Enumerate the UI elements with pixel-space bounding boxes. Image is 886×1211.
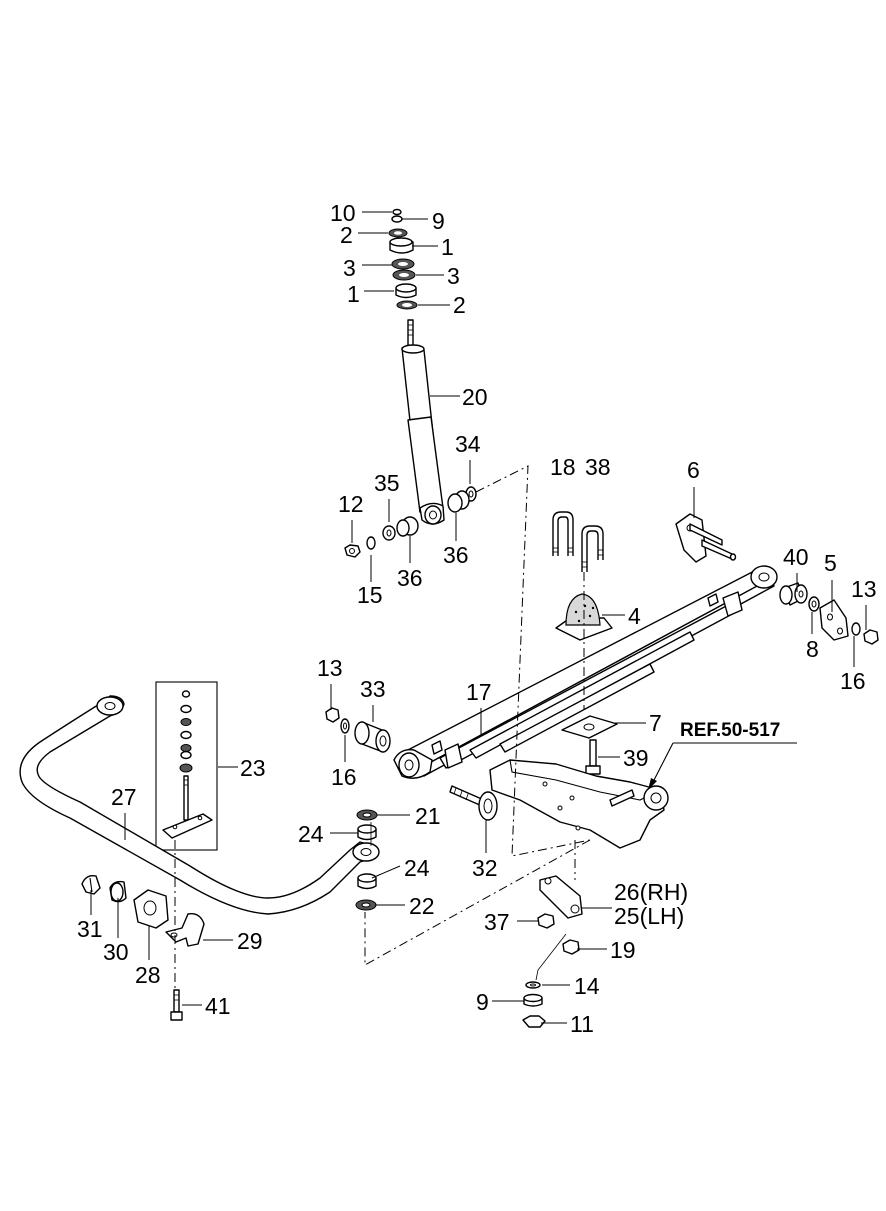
part-callout-c32: 32 [472, 855, 498, 881]
stabilizer-link-kit-box [155, 681, 218, 851]
part-callout-c16a: 16 [840, 668, 866, 694]
part-callout-c9b: 9 [476, 989, 489, 1015]
lower-link-hardware [522, 981, 546, 1028]
spring-bracket-bolt [585, 739, 601, 775]
part-callout-c3b: 3 [447, 263, 460, 289]
part-callout-c8: 8 [806, 636, 819, 662]
front-eye-bushing-hardware [325, 707, 391, 753]
reference-callout: REF.50-517 [648, 720, 797, 790]
part-callout-c15: 15 [357, 582, 383, 608]
reference-label: REF.50-517 [680, 720, 780, 741]
part-callout-c14: 14 [574, 973, 600, 999]
part-callout-c34: 34 [455, 431, 481, 457]
part-callout-c21: 21 [415, 803, 441, 829]
part-callout-c12: 12 [338, 491, 364, 517]
part-callout-c29: 29 [237, 928, 263, 954]
frame-spring-hanger-bracket [489, 759, 669, 849]
part-callout-c28: 28 [135, 962, 161, 988]
part-callout-c38: 38 [585, 454, 611, 480]
part-callout-c41: 41 [205, 993, 231, 1019]
shock-lower-mount-hardware [344, 486, 477, 558]
part-callout-c24a: 24 [298, 821, 324, 847]
part-callout-c40: 40 [783, 544, 809, 570]
part-callout-c35: 35 [374, 470, 400, 496]
part-callout-c33: 33 [360, 676, 386, 702]
part-callout-c4: 4 [628, 603, 641, 629]
leaf-spring-assembly [393, 565, 778, 779]
spring-seat-plate [561, 715, 618, 739]
stabilizer-end-hardware [355, 809, 378, 911]
part-callout-c25: 25(LH) [614, 903, 684, 929]
part-callout-c1a: 1 [441, 234, 454, 260]
part-callout-c30: 30 [103, 939, 129, 965]
callout-leader-line [371, 865, 401, 879]
shock-absorber [401, 319, 445, 525]
part-callout-c23: 23 [240, 755, 266, 781]
part-callout-c1b: 1 [347, 281, 360, 307]
part-callout-c3a: 3 [343, 255, 356, 281]
part-callout-c9a: 9 [432, 208, 445, 234]
spring-shackle [675, 513, 737, 563]
part-callout-c36a: 36 [397, 565, 423, 591]
part-callout-c6: 6 [687, 457, 700, 483]
part-callout-c37: 37 [484, 909, 510, 935]
part-callout-c11: 11 [570, 1011, 594, 1037]
part-callout-c19: 19 [610, 937, 636, 963]
part-callout-c24b: 24 [404, 855, 430, 881]
part-callout-c27: 27 [111, 784, 137, 810]
stabilizer-bar [19, 695, 380, 915]
stabilizer-link-bracket [537, 875, 583, 955]
part-callout-c10: 10 [330, 200, 356, 226]
part-callout-c13a: 13 [851, 576, 877, 602]
part-callout-c13b: 13 [317, 655, 343, 681]
part-callout-c18: 18 [550, 454, 576, 480]
shock-top-hardware-stack [388, 208, 418, 310]
part-callout-c36b: 36 [443, 542, 469, 568]
part-callout-c2b: 2 [453, 292, 466, 318]
part-callout-c16b: 16 [331, 764, 357, 790]
part-callout-c5: 5 [824, 550, 837, 576]
spring-pin-bolt [449, 785, 498, 821]
assembly-guide-lines [174, 465, 591, 990]
u-bolts [552, 511, 604, 572]
part-callout-c26: 26(RH) [614, 879, 688, 905]
part-callout-c31: 31 [77, 916, 103, 942]
part-callout-c7: 7 [649, 710, 662, 736]
part-callout-c2a: 2 [340, 222, 353, 248]
part-callout-c17: 17 [466, 679, 492, 705]
part-callout-c39: 39 [623, 745, 649, 771]
stabilizer-bushing-clamp-group [81, 874, 205, 1021]
part-callout-c22: 22 [409, 893, 435, 919]
shackle-rear-hardware [779, 582, 879, 645]
part-callout-c20: 20 [462, 384, 488, 410]
